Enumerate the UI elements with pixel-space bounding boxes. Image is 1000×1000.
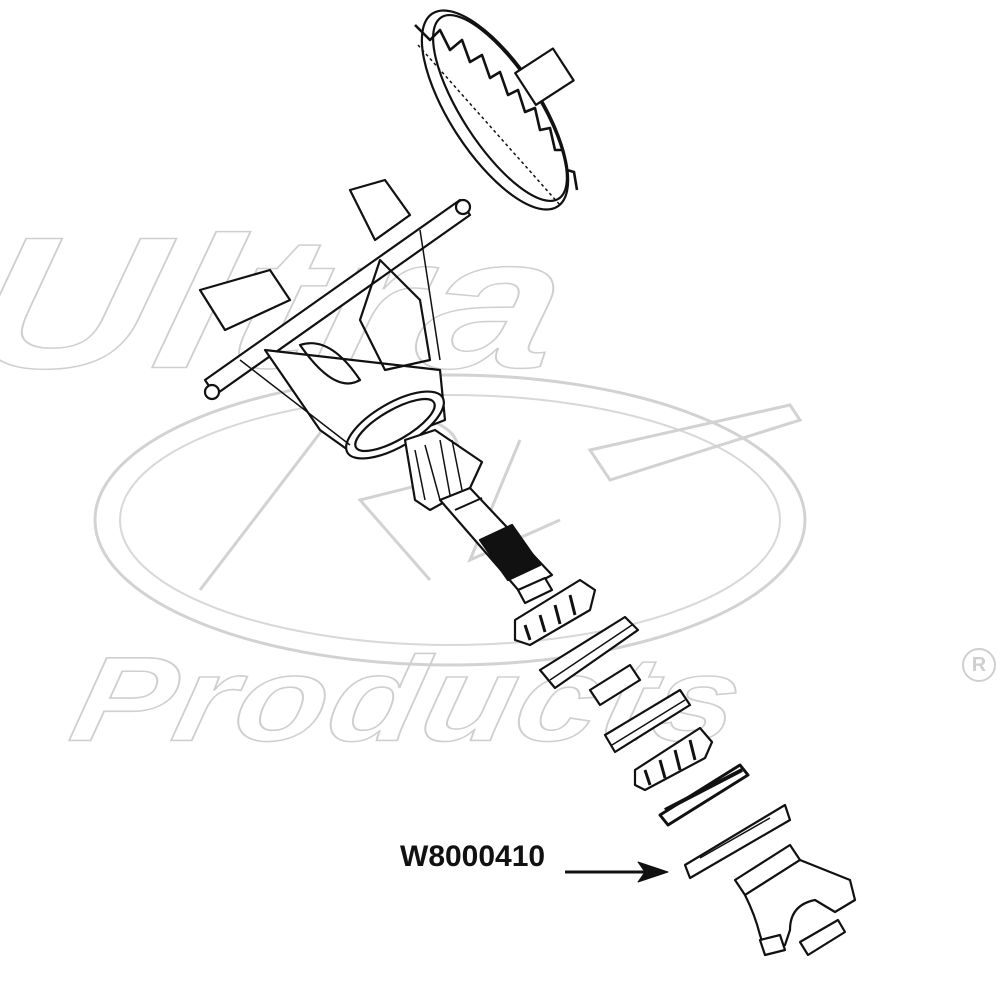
outer-pinion-bearing (633, 726, 714, 792)
callout-arrow-icon (565, 861, 669, 883)
differential-case (198, 178, 472, 460)
washer (683, 803, 792, 880)
bearing-race (538, 615, 640, 690)
pinion-seal (658, 763, 750, 827)
crush-sleeve (588, 663, 642, 707)
yoke (733, 843, 857, 957)
part-number-label: W8000410 (400, 840, 546, 873)
pinion-nut (798, 918, 847, 957)
inner-pinion-bearing (513, 578, 597, 647)
ring-gear (414, 9, 579, 211)
registered-mark-icon: R (962, 648, 996, 682)
pinion-gear (403, 428, 554, 605)
outer-race (603, 688, 692, 754)
